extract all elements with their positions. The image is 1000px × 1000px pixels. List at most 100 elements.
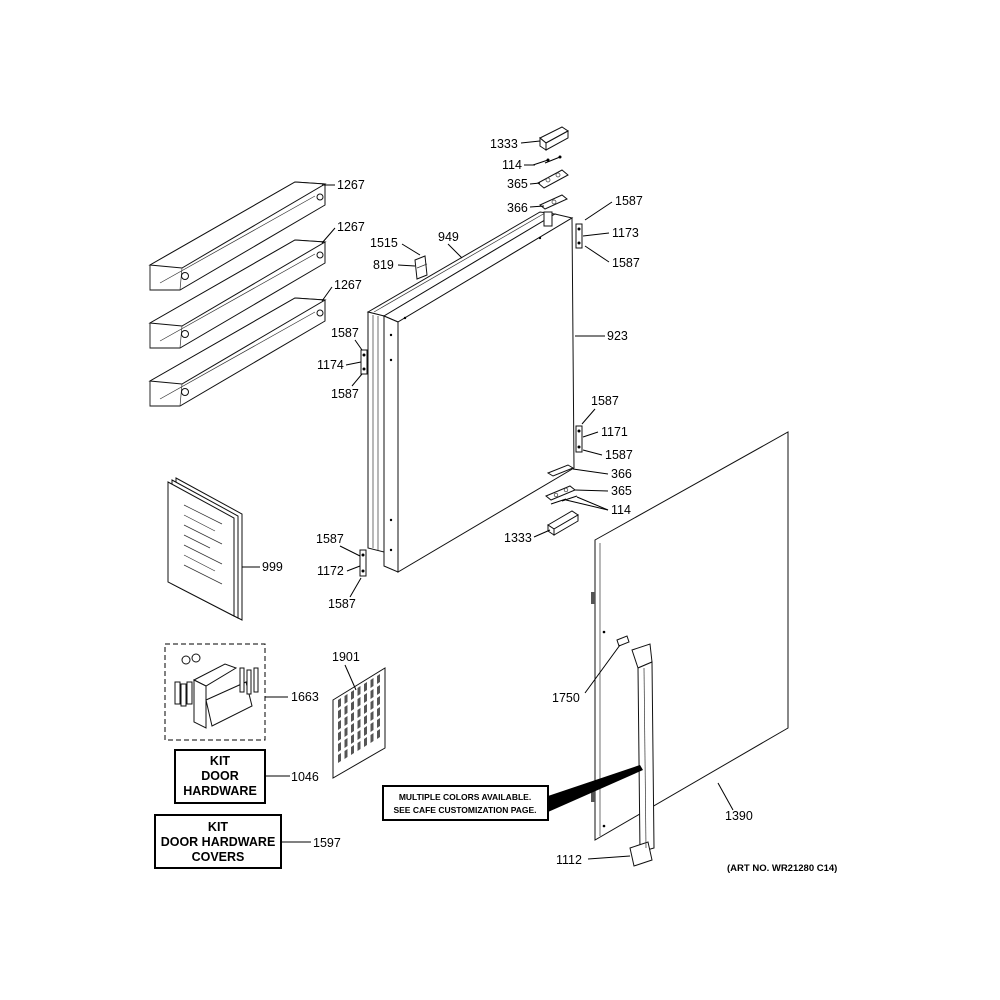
- grille-1901: [332, 667, 386, 779]
- bottom-screws-114: [550, 495, 578, 505]
- label-1267-middle: 1267: [337, 220, 365, 234]
- grille-slot: [351, 723, 354, 733]
- grille-slot: [357, 719, 361, 729]
- grille-slot: [357, 741, 361, 751]
- grille-slot: [351, 745, 354, 755]
- label-1333-top: 1333: [490, 137, 518, 151]
- door-bin-bottom: [148, 297, 327, 407]
- label-366-bottom: 366: [611, 467, 632, 481]
- kit-covers-line2: DOOR HARDWARE: [161, 835, 276, 849]
- grille-slot: [370, 711, 374, 721]
- top-hinge-1333: [539, 126, 569, 151]
- grille-slot: [370, 733, 374, 743]
- top-spacer: [543, 211, 553, 227]
- owner-manual-999: [167, 477, 243, 621]
- grille-slot: [338, 698, 341, 708]
- art-number: (ART NO. WR21280 C14): [727, 863, 837, 874]
- label-1663: 1663: [291, 690, 319, 704]
- grille-slot: [357, 686, 361, 696]
- door-bin-middle: [148, 239, 327, 349]
- top-shim-365: [537, 169, 569, 189]
- kit-door-hardware-line3: HARDWARE: [183, 784, 257, 798]
- grille-slot: [351, 690, 354, 700]
- grille-slot: [364, 704, 367, 714]
- label-923: 923: [607, 329, 628, 343]
- grille-slot: [351, 712, 354, 722]
- grille-slot: [377, 674, 380, 684]
- label-1587-h: 1587: [328, 597, 356, 611]
- grille-slot: [364, 715, 367, 725]
- grille-slot: [364, 737, 367, 747]
- grille-slot: [338, 742, 341, 752]
- grille-slot: [370, 678, 374, 688]
- label-1267-bottom: 1267: [334, 278, 362, 292]
- label-1390: 1390: [725, 809, 753, 823]
- label-1172: 1172: [317, 564, 344, 578]
- label-1267-top: 1267: [337, 178, 365, 192]
- label-1597: 1597: [313, 836, 341, 850]
- grille-slot: [377, 696, 380, 706]
- grille-slot: [344, 694, 348, 704]
- kit-door-hardware-covers-box: KIT DOOR HARDWARE COVERS 1597: [154, 814, 341, 869]
- bracket-1172: [359, 549, 367, 577]
- part-819: [414, 255, 428, 280]
- grille-slot: [370, 700, 374, 710]
- grille-slot: [364, 726, 367, 736]
- kit-covers-line3: COVERS: [192, 850, 245, 864]
- label-365-bottom: 365: [611, 484, 632, 498]
- label-1587-c: 1587: [331, 326, 359, 340]
- label-819: 819: [373, 258, 394, 272]
- note-line2: SEE CAFE CUSTOMIZATION PAGE.: [393, 805, 536, 815]
- grille-slot: [344, 727, 348, 737]
- label-1171: 1171: [601, 425, 628, 439]
- bottom-washer-366: [546, 464, 575, 477]
- label-949: 949: [438, 230, 459, 244]
- kit-door-hardware-line2: DOOR: [201, 769, 239, 783]
- label-1587-d: 1587: [331, 387, 359, 401]
- label-1901: 1901: [332, 650, 360, 664]
- grille-slot: [344, 749, 348, 759]
- kit-1663-hardware: [164, 643, 266, 741]
- label-1174: 1174: [317, 358, 344, 372]
- grille-slot: [351, 734, 354, 744]
- bottom-hinge-1333: [547, 510, 579, 536]
- door-handle: [629, 643, 655, 867]
- grille-slot: [377, 707, 380, 717]
- labels: 1267 1267 1267 1333 114 365 366 1587 117…: [242, 137, 753, 867]
- grille-slot: [338, 753, 341, 763]
- handle-screw-1750: [616, 635, 630, 647]
- grille-slot: [370, 722, 374, 732]
- grille-slot: [344, 705, 348, 715]
- label-1587-b: 1587: [612, 256, 640, 270]
- label-1587-e: 1587: [591, 394, 619, 408]
- grille-slot: [338, 731, 341, 741]
- grille-slot: [357, 708, 361, 718]
- label-365-top: 365: [507, 177, 528, 191]
- label-1333-bottom: 1333: [504, 531, 532, 545]
- label-1587-g: 1587: [316, 532, 344, 546]
- grille-slot: [357, 697, 361, 707]
- grille-slot: [377, 718, 380, 728]
- label-114-top: 114: [502, 158, 522, 172]
- grille-slot: [364, 682, 367, 692]
- grille-slot: [338, 709, 341, 719]
- note-line1: MULTIPLE COLORS AVAILABLE.: [399, 792, 531, 802]
- grille-slot: [377, 729, 380, 739]
- inner-door-panel: [382, 213, 575, 573]
- door-gasket: [366, 211, 557, 553]
- grille-slot: [364, 693, 367, 703]
- grille-slot: [377, 685, 380, 695]
- grille-slot: [351, 701, 354, 711]
- grille-slot: [344, 716, 348, 726]
- label-366-top: 366: [507, 201, 528, 215]
- label-1046: 1046: [291, 770, 319, 784]
- customization-note: MULTIPLE COLORS AVAILABLE. SEE CAFE CUST…: [382, 765, 643, 821]
- label-1173: 1173: [612, 226, 639, 240]
- grille-slot: [338, 720, 341, 730]
- door-bin-top: [148, 181, 327, 291]
- kit-door-hardware-line1: KIT: [210, 754, 231, 768]
- top-washer-366: [539, 194, 568, 210]
- top-screws-114: [532, 155, 562, 166]
- grille-slot: [357, 730, 361, 740]
